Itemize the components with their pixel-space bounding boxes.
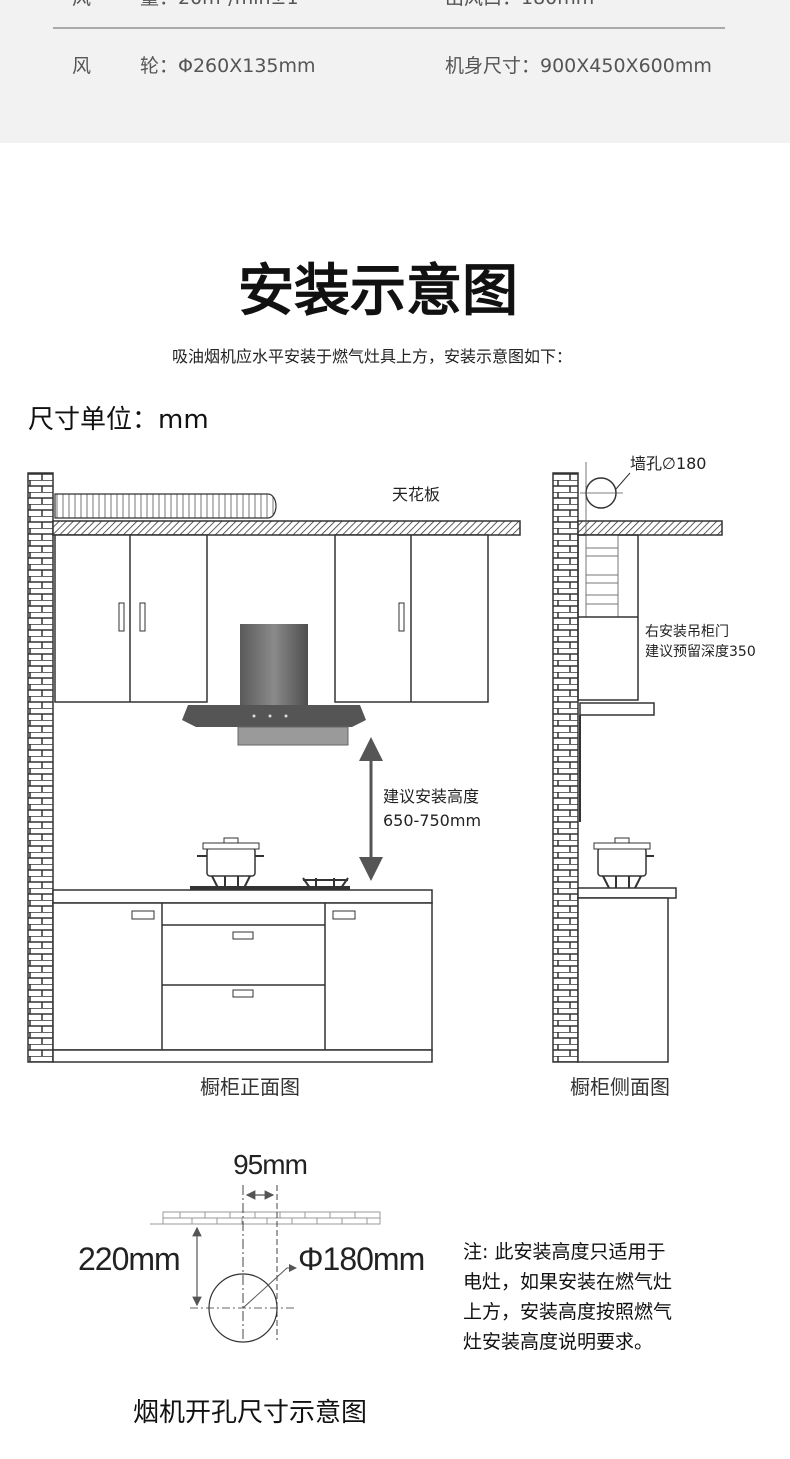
pot (593, 837, 654, 889)
ceiling-label: 天花板 (392, 485, 440, 504)
height-label: 220mm (78, 1241, 180, 1277)
spec-value: 出风口：180mm (445, 0, 594, 9)
cabinet-note: 建议预留深度350 (645, 644, 756, 660)
note-line: 上方，安装高度按照燃气 (463, 1301, 672, 1323)
duct (54, 493, 277, 519)
hole-diagram-caption: 烟机开孔尺寸示意图 (133, 1398, 367, 1428)
side-view-diagram: 墙孔∅180 右安装吊柜门 建议预留深度350 橱柜侧面图 (552, 454, 756, 1099)
page-title: 安装示意图 (238, 259, 518, 324)
cabinet-note: 右安装吊柜门 (645, 624, 729, 640)
brick-wall (27, 472, 54, 1063)
spec-panel: 风 量：20m³/min±1 出风口：180mm 风 轮：Φ260X135mm … (0, 0, 790, 143)
hood-side (579, 702, 655, 716)
spec-value: 量：20m³/min±1 (140, 0, 299, 9)
ceiling (52, 520, 521, 536)
spec-value: 轮：Φ260X135mm (140, 55, 316, 77)
countertop (577, 887, 677, 899)
lower-cabinet (577, 897, 669, 1063)
burner (302, 877, 349, 889)
height-label: 建议安装高度 (383, 787, 479, 806)
offset-label: 95mm (233, 1149, 307, 1180)
spec-label: 风 (72, 55, 91, 77)
note: 注: 此安装高度只适用于 电灶，如果安装在燃气灶 上方，安装高度按照燃气 灶安装… (463, 1241, 672, 1353)
upper-cabinet (54, 534, 208, 703)
height-value: 650-750mm (383, 811, 481, 830)
subtitle: 吸油烟机应水平安装于燃气灶具上方，安装示意图如下： (172, 347, 572, 366)
pot (197, 837, 264, 889)
countertop (52, 889, 433, 904)
note-line: 注: 此安装高度只适用于 (463, 1241, 665, 1263)
ceiling (577, 520, 723, 536)
brick-wall (552, 472, 579, 1063)
hole-label: 墙孔∅180 (630, 454, 706, 473)
diameter-label: Φ180mm (298, 1241, 424, 1277)
spec-value: 机身尺寸：900X450X600mm (445, 55, 712, 77)
note-line: 灶安装高度说明要求。 (463, 1331, 653, 1353)
range-hood (182, 624, 366, 746)
note-line: 电灶，如果安装在燃气灶 (463, 1271, 672, 1293)
front-view-caption: 橱柜正面图 (200, 1075, 300, 1099)
side-view-caption: 橱柜侧面图 (570, 1075, 670, 1099)
spec-label: 风 (72, 0, 91, 9)
hole-circle (208, 1273, 278, 1343)
lower-cabinet (52, 902, 433, 1051)
front-view-diagram: 天花板 建议安装高度 650-750mm (27, 472, 521, 1099)
hole-size-diagram: 95mm 220mm Φ180mm 烟机开孔尺寸示意图 (78, 1149, 425, 1428)
unit-label: 尺寸单位：mm (28, 405, 209, 435)
